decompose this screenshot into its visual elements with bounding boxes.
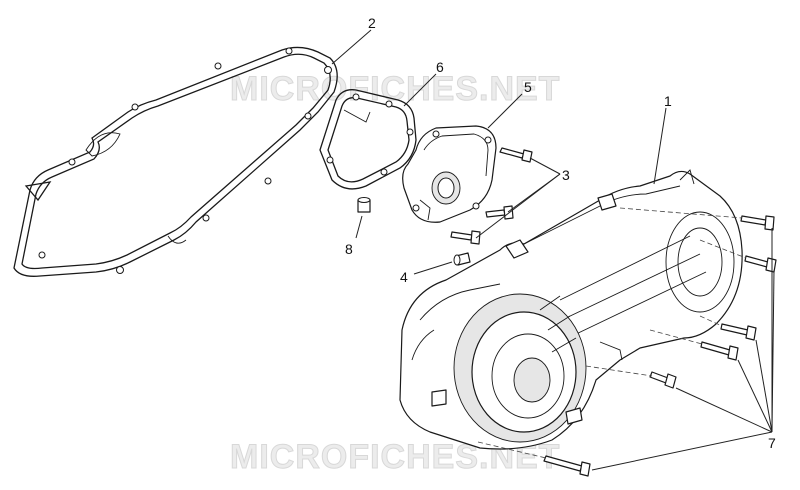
- callout-7: 7: [768, 435, 776, 451]
- callouts: 2 6 5 1 3 4 8 7: [345, 15, 776, 451]
- assembly-axes: [477, 207, 747, 459]
- part-1-transmission-cover: [399, 169, 743, 450]
- part-3-screws: [450, 147, 533, 245]
- leader-lines: [331, 29, 775, 471]
- watermark-top: MICROFICHES.NET: [230, 70, 560, 108]
- screw-7b: [744, 255, 777, 273]
- callout-4: 4: [400, 269, 408, 285]
- part-5-small-cover: [402, 125, 497, 223]
- part-2-outer-gasket: [13, 46, 338, 277]
- callout-5: 5: [524, 79, 532, 95]
- part-4-dowel: [453, 252, 471, 266]
- part-6-cover-gasket: [319, 89, 417, 190]
- screw-7a: [740, 215, 775, 231]
- screw-3c: [450, 230, 481, 245]
- screw-7e: [649, 371, 677, 389]
- screw-7f: [543, 455, 591, 477]
- screw-7c: [720, 323, 757, 341]
- callout-6: 6: [436, 59, 444, 75]
- callout-1: 1: [664, 93, 672, 109]
- screw-3a: [499, 147, 533, 163]
- screw-3b: [485, 205, 514, 220]
- callout-8: 8: [345, 241, 353, 257]
- part-8-dowel: [357, 197, 371, 213]
- callout-2: 2: [368, 15, 376, 31]
- part-7-screws: [543, 215, 777, 477]
- callout-3: 3: [562, 167, 570, 183]
- screw-7d: [700, 341, 739, 361]
